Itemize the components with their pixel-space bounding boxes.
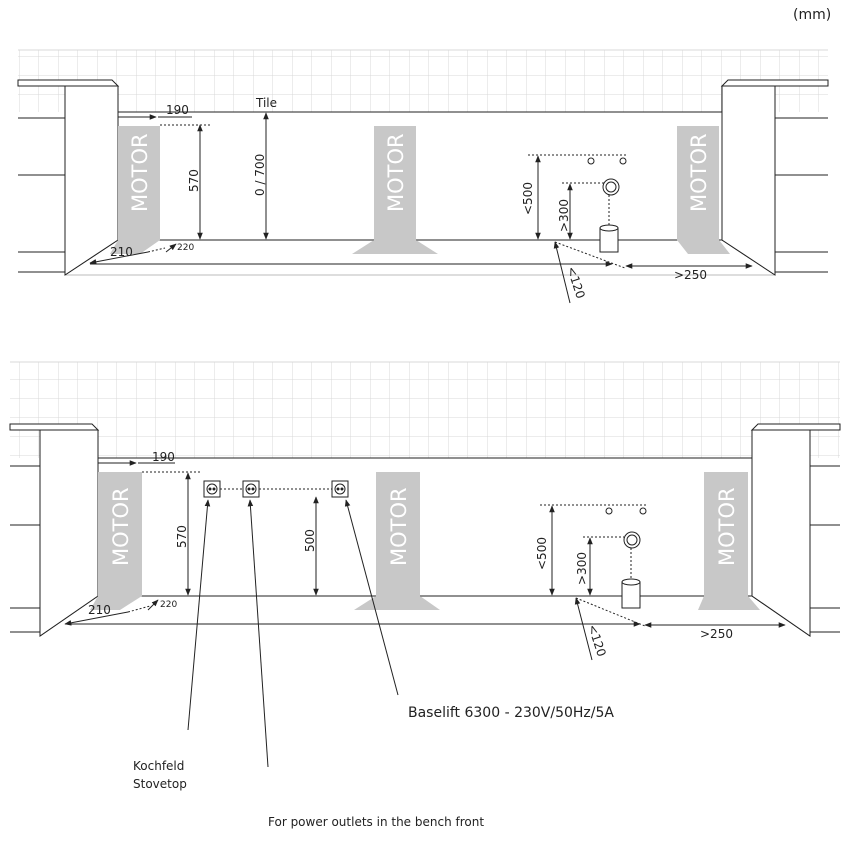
svg-text:>250: >250 bbox=[700, 627, 733, 641]
motor-center-bottom: MOTOR bbox=[354, 472, 440, 610]
svg-text:210: 210 bbox=[88, 603, 111, 617]
svg-text:MOTOR: MOTOR bbox=[384, 133, 408, 212]
svg-text:<500: <500 bbox=[521, 182, 535, 215]
svg-text:>250: >250 bbox=[674, 268, 707, 282]
svg-text:570: 570 bbox=[175, 525, 189, 548]
right-cabinet bbox=[720, 79, 829, 276]
svg-text:0 / 700: 0 / 700 bbox=[253, 154, 267, 196]
units-label: (mm) bbox=[793, 7, 831, 23]
svg-text:MOTOR: MOTOR bbox=[715, 487, 739, 566]
svg-text:220: 220 bbox=[160, 600, 177, 610]
svg-text:500: 500 bbox=[303, 529, 317, 552]
svg-text:MOTOR: MOTOR bbox=[687, 133, 711, 212]
stovetop-label: Stovetop bbox=[133, 777, 187, 791]
svg-text:570: 570 bbox=[187, 169, 201, 192]
svg-text:<120: <120 bbox=[585, 623, 609, 659]
power-outlets bbox=[203, 480, 349, 498]
left-cabinet-bottom bbox=[9, 423, 100, 637]
motor-left: MOTOR bbox=[110, 126, 160, 254]
baselift-label: Baselift 6300 - 230V/50Hz/5A bbox=[408, 705, 614, 721]
right-cabinet-bottom bbox=[750, 423, 841, 637]
dim-190-top: 190 bbox=[166, 103, 189, 117]
motor-right-bottom: MOTOR bbox=[698, 472, 760, 610]
svg-text:220: 220 bbox=[177, 243, 194, 253]
motor-left-bottom: MOTOR bbox=[90, 472, 142, 610]
svg-text:MOTOR: MOTOR bbox=[128, 133, 152, 212]
tile-wall bbox=[18, 50, 828, 112]
svg-text:210: 210 bbox=[110, 245, 133, 259]
svg-text:MOTOR: MOTOR bbox=[387, 487, 411, 566]
tile-label: Tile bbox=[255, 96, 277, 110]
tile-wall-bottom bbox=[10, 362, 840, 458]
water-connections-top bbox=[528, 154, 627, 253]
svg-text:<500: <500 bbox=[535, 537, 549, 570]
outlet-1-icon bbox=[203, 480, 221, 498]
outlet-2-icon bbox=[242, 480, 260, 498]
svg-text:>300: >300 bbox=[557, 199, 571, 232]
outlet-3-icon bbox=[331, 480, 349, 498]
top-diagram: MOTOR MOTOR MOTOR Tile 0 / 700 190 570 2… bbox=[17, 49, 829, 304]
motor-right: MOTOR bbox=[677, 126, 730, 254]
svg-text:190: 190 bbox=[152, 450, 175, 464]
motor-center: MOTOR bbox=[352, 126, 438, 254]
svg-text:MOTOR: MOTOR bbox=[109, 487, 133, 566]
bottom-diagram: MOTOR MOTOR MOTOR bbox=[9, 361, 841, 768]
kochfeld-label: Kochfeld bbox=[133, 759, 184, 773]
power-outlets-label: For power outlets in the bench front bbox=[268, 815, 484, 829]
svg-text:>300: >300 bbox=[575, 552, 589, 585]
water-connections-bottom bbox=[540, 504, 647, 609]
